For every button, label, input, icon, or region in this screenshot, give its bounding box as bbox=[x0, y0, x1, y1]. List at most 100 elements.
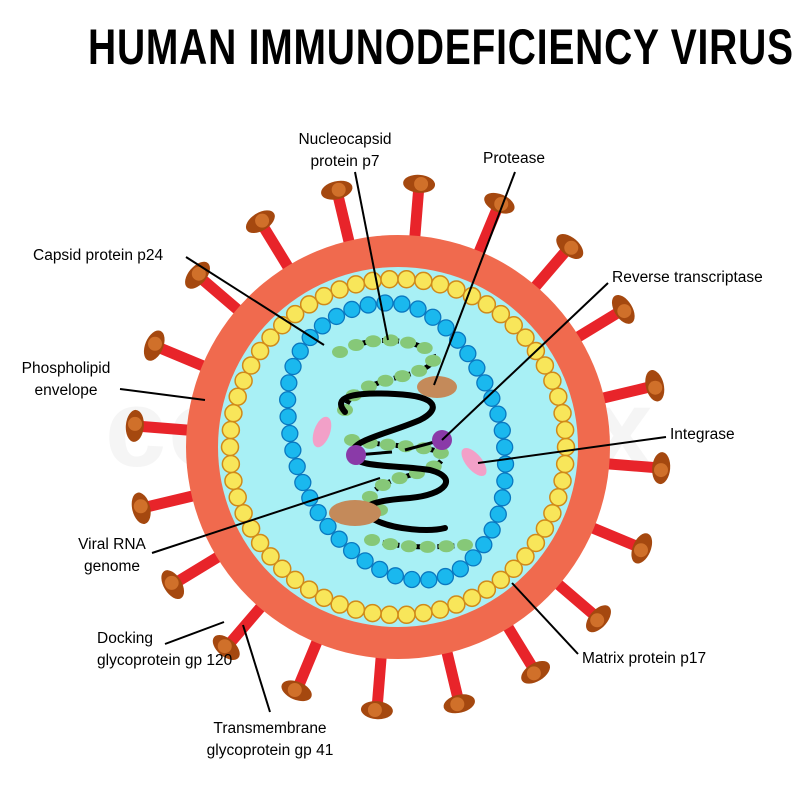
capsid-protein-bead bbox=[319, 517, 337, 536]
matrix-protein-bead bbox=[285, 304, 305, 324]
nucleocapsid-p7-bead bbox=[379, 438, 396, 451]
nucleocapsid-p7-bead bbox=[400, 540, 417, 553]
nucleocapsid-p7-bead bbox=[365, 335, 382, 348]
capsid-protein-bead bbox=[288, 457, 306, 476]
capsid-protein-bead bbox=[284, 441, 302, 459]
leader-phospholipid bbox=[119, 388, 206, 401]
docking-gp120-head-highlight bbox=[450, 697, 465, 712]
label-nucleocapsid: Nucleocapsid protein p7 bbox=[290, 129, 400, 173]
matrix-protein-bead bbox=[261, 328, 280, 347]
matrix-protein-bead bbox=[234, 371, 253, 390]
matrix-protein-bead bbox=[221, 454, 241, 474]
docking-gp120-head-highlight bbox=[255, 213, 270, 228]
capsid-protein-bead bbox=[451, 560, 470, 578]
matrix-protein-bead bbox=[241, 356, 261, 375]
label-phospholipid: Phospholipid envelope bbox=[16, 358, 116, 402]
docking-gp120-head-highlight bbox=[617, 304, 632, 319]
capsid-protein-bead bbox=[330, 530, 348, 548]
matrix-protein-bead bbox=[549, 387, 568, 406]
matrix-protein-bead bbox=[314, 286, 334, 306]
nucleocapsid-p7-bead bbox=[391, 472, 408, 485]
leader-viral-rna bbox=[151, 477, 381, 554]
matrix-protein-bead bbox=[346, 275, 366, 294]
matrix-protein-bead bbox=[516, 547, 535, 566]
matrix-protein-bead bbox=[220, 437, 240, 457]
capsid-protein-cone bbox=[278, 294, 515, 589]
leader-docking bbox=[164, 621, 225, 645]
leader-integrase bbox=[477, 436, 667, 464]
capsid-protein-bead bbox=[489, 505, 507, 523]
matrix-protein-bead bbox=[261, 547, 280, 566]
docking-gp120-head-highlight bbox=[526, 666, 541, 681]
label-protease: Protease bbox=[483, 150, 546, 167]
docking-gp120-head-highlight bbox=[133, 499, 148, 514]
docking-gp120-head-highlight bbox=[164, 575, 179, 590]
leader-transmembrane bbox=[242, 624, 271, 713]
matrix-protein-bead bbox=[504, 315, 523, 335]
capsid-protein-bead bbox=[294, 473, 312, 492]
nucleocapsid-p7-bead bbox=[382, 334, 399, 347]
matrix-protein-bead bbox=[224, 403, 243, 423]
label-docking: Docking glycoprotein gp 120 bbox=[97, 628, 232, 672]
label-line: Viral RNA bbox=[78, 536, 146, 553]
capsid-protein-bead bbox=[420, 571, 438, 589]
matrix-protein-bead bbox=[224, 471, 243, 491]
docking-gp120-head-highlight bbox=[633, 543, 648, 558]
matrix-protein-bead bbox=[430, 275, 450, 294]
matrix-protein-bead bbox=[273, 559, 292, 579]
matrix-protein-bead bbox=[414, 603, 433, 623]
capsid-protein-bead bbox=[436, 567, 455, 586]
matrix-protein-bead bbox=[414, 271, 433, 291]
nucleocapsid-p7-bead bbox=[382, 538, 399, 551]
docking-gp120-head-highlight bbox=[590, 613, 605, 628]
matrix-protein-bead bbox=[234, 504, 253, 523]
capsid-protein-bead bbox=[343, 300, 361, 319]
nucleocapsid-p7-bead bbox=[377, 374, 394, 387]
nucleocapsid-p7-bead bbox=[374, 478, 391, 491]
label-line: Phospholipid bbox=[21, 360, 111, 377]
nucleocapsid-p7-bead bbox=[457, 539, 473, 551]
capsid-protein-bead bbox=[279, 408, 297, 426]
matrix-protein-bead bbox=[285, 570, 305, 590]
capsid-protein-bead bbox=[356, 552, 374, 570]
label-reverse-transcriptase: Reverse transcriptase bbox=[612, 269, 763, 286]
capsid-protein-bead bbox=[284, 357, 302, 376]
matrix-protein-bead bbox=[314, 588, 334, 608]
capsid-protein-bead bbox=[313, 317, 332, 335]
capsid-protein-bead bbox=[483, 521, 501, 539]
capsid-protein-bead bbox=[291, 342, 309, 360]
capsid-protein-bead bbox=[476, 374, 494, 392]
docking-gp120-head-highlight bbox=[414, 177, 429, 192]
capsid-protein-bead bbox=[489, 405, 507, 423]
capsid-protein-bead bbox=[327, 307, 346, 326]
matrix-protein-bead bbox=[330, 595, 349, 614]
matrix-protein-bead bbox=[535, 519, 555, 538]
nucleocapsid-p7-bead bbox=[411, 364, 428, 377]
page-title: HUMAN IMMUNODEFICIENCY VIRUS - HIV bbox=[88, 19, 800, 75]
capsid-protein-bead bbox=[496, 438, 514, 456]
label-line: glycoprotein gp 41 bbox=[206, 742, 334, 759]
matrix-protein-bead bbox=[397, 269, 416, 289]
matrix-protein-bead bbox=[526, 533, 546, 553]
capsid-protein-bead bbox=[309, 504, 327, 522]
docking-gp120-head-highlight bbox=[331, 182, 346, 197]
leader-reverse-transcriptase bbox=[441, 282, 609, 441]
nucleocapsid-p7-bead bbox=[432, 446, 449, 459]
matrix-protein-bead bbox=[553, 471, 572, 491]
matrix-protein-bead bbox=[250, 341, 270, 361]
matrix-protein-bead bbox=[228, 387, 247, 406]
capsid-protein-bead bbox=[424, 308, 442, 326]
capsid-protein-bead bbox=[281, 424, 299, 443]
nucleocapsid-p7-bead bbox=[394, 370, 411, 383]
matrix-protein-bead bbox=[363, 603, 382, 623]
matrix-protein-bead bbox=[543, 504, 562, 523]
docking-gp120-head-highlight bbox=[217, 639, 232, 654]
leader-protease bbox=[433, 171, 516, 386]
label-line: Transmembrane bbox=[213, 720, 327, 737]
capsid-protein-bead bbox=[493, 421, 511, 440]
label-capsid: Capsid protein p24 bbox=[33, 247, 164, 264]
capsid-protein-bead bbox=[342, 542, 361, 560]
matrix-protein-bead bbox=[462, 588, 482, 608]
matrix-protein-bead bbox=[228, 488, 247, 507]
matrix-protein-bead bbox=[553, 403, 572, 423]
